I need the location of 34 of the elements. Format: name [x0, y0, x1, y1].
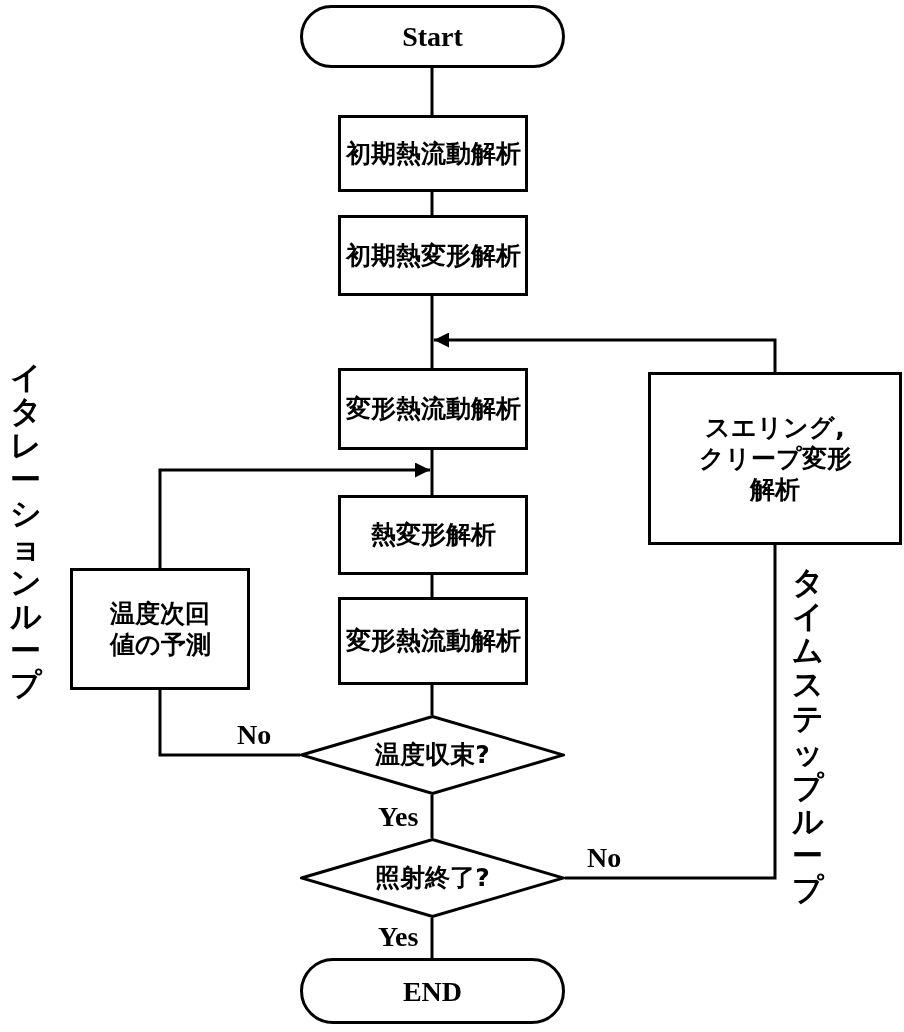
node-text: 変形熱流動解析	[345, 393, 521, 425]
process-box	[338, 368, 528, 450]
decision-diamond	[300, 715, 565, 795]
node-text: 温度収束?	[375, 739, 490, 771]
node-text: 照射終了?	[375, 862, 490, 894]
process-box	[338, 597, 528, 685]
process-box	[70, 568, 250, 690]
connector-line	[158, 690, 300, 757]
node-text: 熱変形解析	[370, 519, 496, 551]
connector-line	[430, 575, 434, 597]
loop-label: タイムステップループ	[792, 565, 823, 906]
connector-line	[430, 68, 434, 115]
connector-line	[430, 685, 434, 715]
node-text: 初期熱流動解析	[345, 137, 521, 170]
loop-label: イタレーションループ	[10, 360, 41, 701]
connector-line	[430, 296, 434, 368]
node-text: END	[402, 974, 463, 1009]
process-box	[338, 495, 528, 575]
connector-line	[430, 192, 434, 215]
node-text: 温度次回値の予測	[108, 597, 212, 661]
decision-diamond	[300, 838, 565, 918]
connector-line	[565, 545, 777, 880]
connector-line	[430, 795, 434, 838]
arrow	[158, 462, 430, 568]
process-box	[648, 372, 902, 545]
arrow	[434, 332, 777, 372]
connector-line	[430, 450, 434, 495]
node-text: 変形熱流動解析	[345, 625, 521, 657]
process-box	[338, 115, 528, 192]
connector-line	[430, 918, 434, 958]
node-text: 初期熱変形解析	[345, 239, 521, 272]
node-text: Start	[402, 20, 463, 54]
node-text: スエリング,クリープ変形解析	[697, 411, 853, 506]
process-box	[338, 215, 528, 296]
